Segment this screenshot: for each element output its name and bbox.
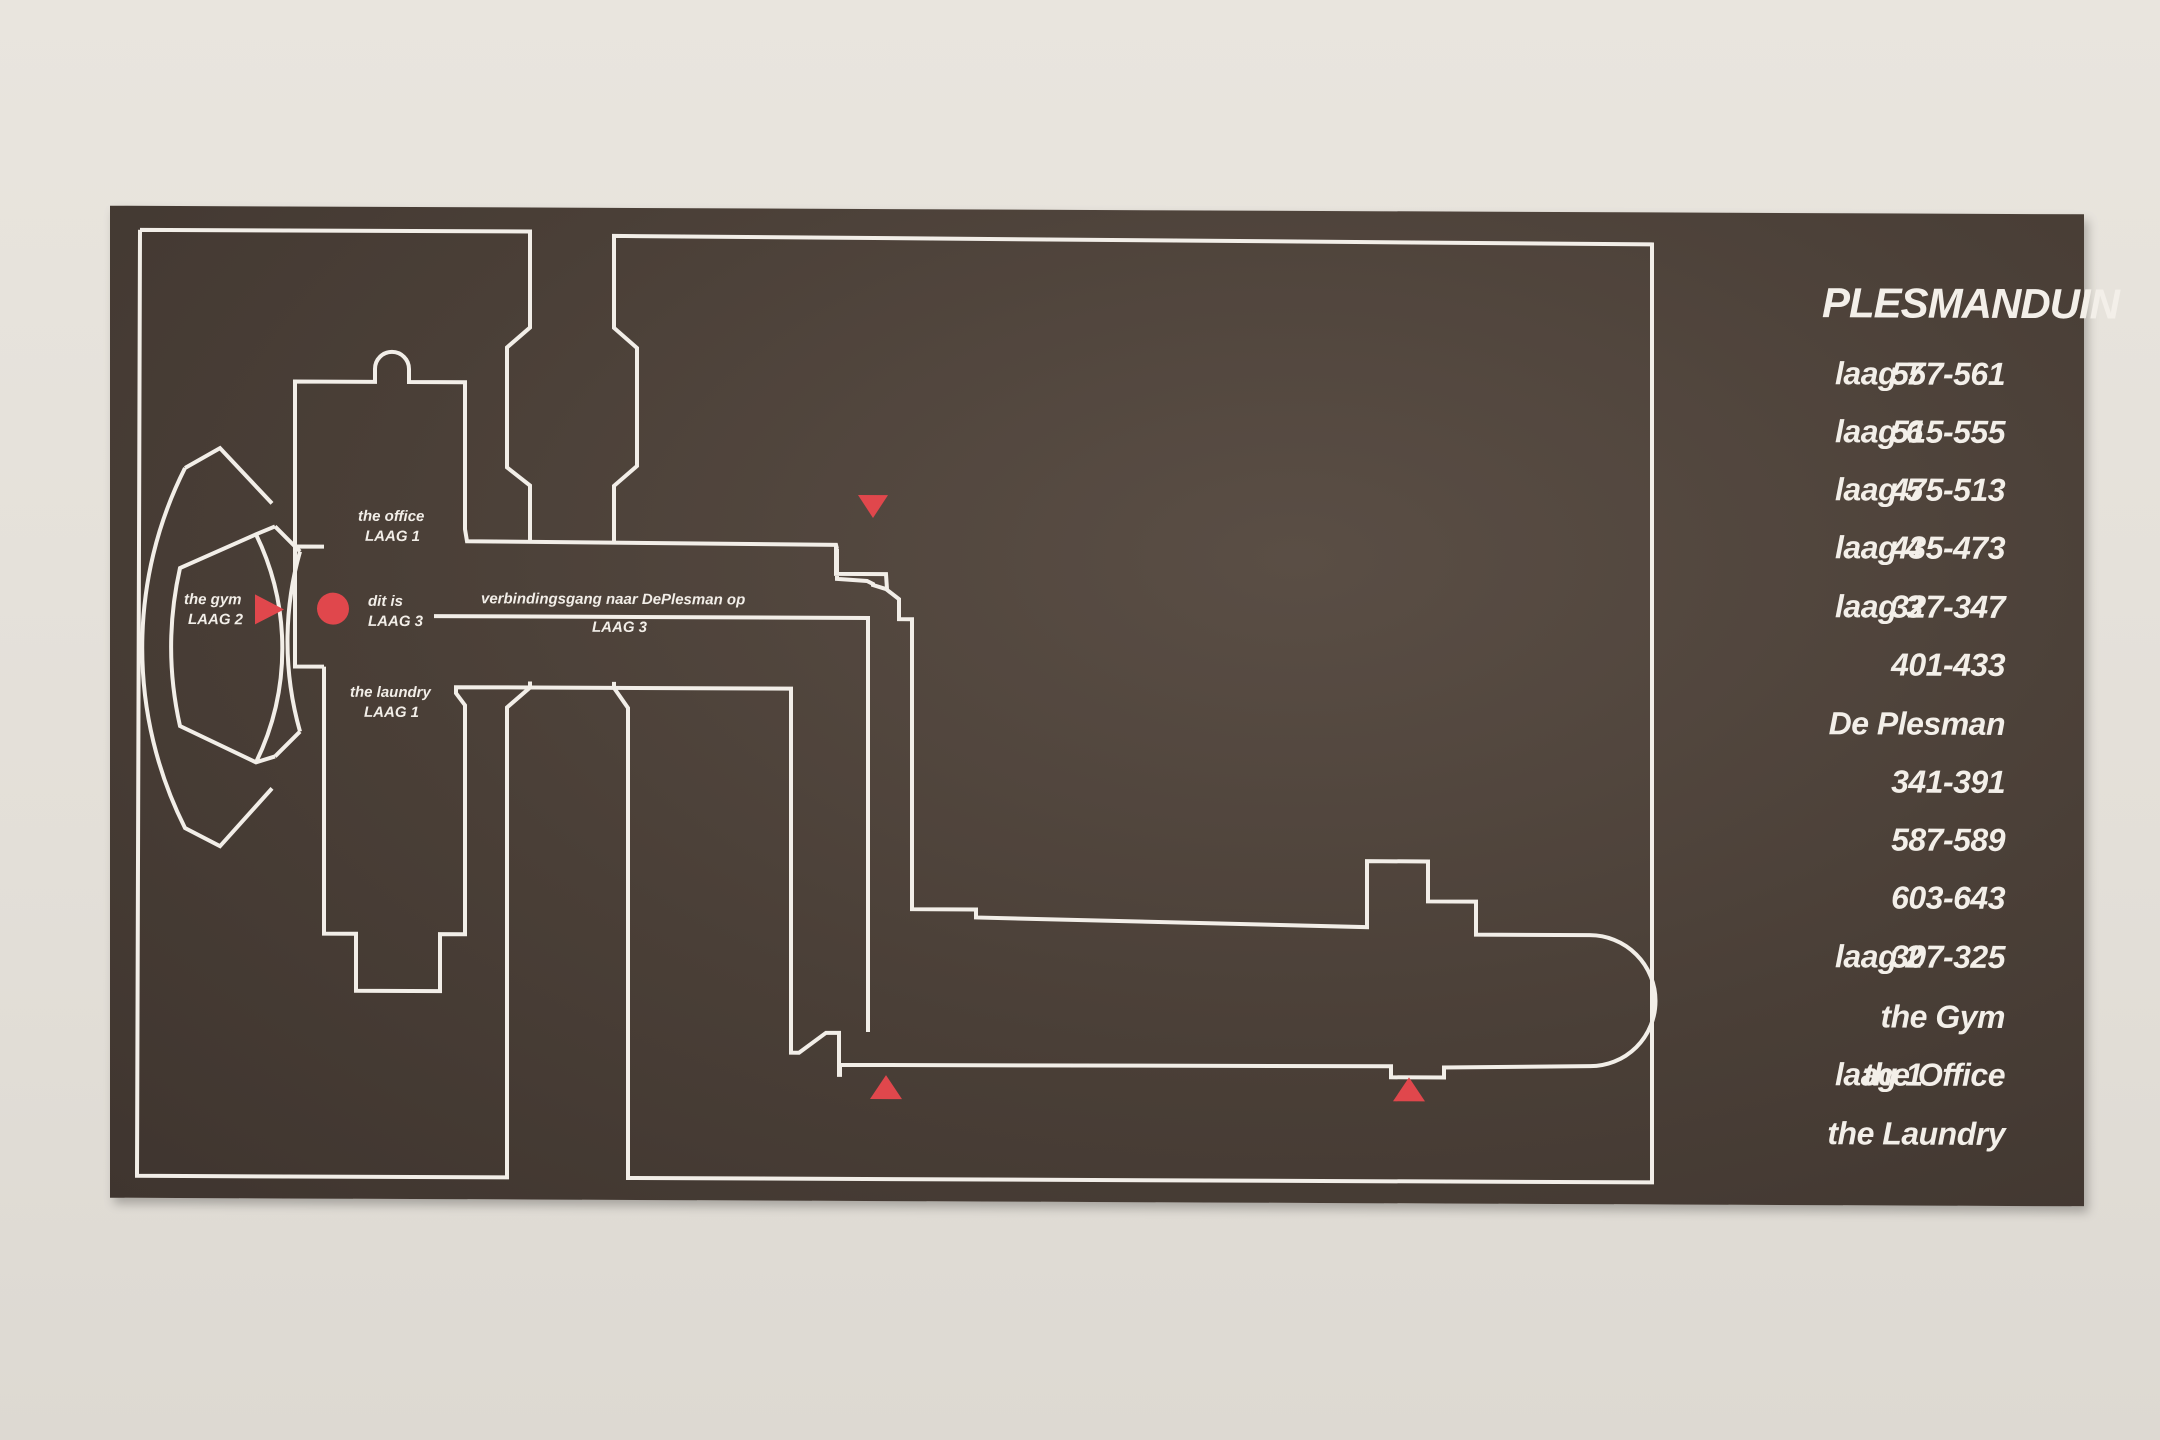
legend-rooms: the Gym — [1880, 998, 2005, 1035]
legend-rooms: 307-325 — [1891, 938, 2005, 975]
you-are-here-marker — [317, 592, 349, 625]
legend-rooms: 401-433 — [1891, 646, 2005, 683]
legend-rooms: 603-643 — [1891, 879, 2005, 916]
legend-rooms: the Office — [1863, 1056, 2005, 1093]
corridor-level-label: LAAG 3 — [592, 619, 648, 636]
legend-row: De Plesman — [1710, 705, 2070, 757]
legend-rooms: 327-347 — [1891, 588, 2005, 625]
gym-building — [140, 445, 285, 849]
gym-label: the gym — [184, 591, 242, 608]
left-building-outline — [134, 227, 532, 1180]
corridor-label: verbindingsgang naar DePlesman op — [481, 590, 745, 608]
exit-up-arrow-icon — [1393, 1077, 1425, 1102]
laundry-level-label: LAAG 1 — [364, 704, 419, 721]
legend-row: 401-433 — [1710, 646, 2070, 698]
gym-outer-arc — [273, 525, 302, 758]
legend-rooms: 587-589 — [1891, 821, 2005, 858]
legend-rooms: De Plesman — [1828, 705, 2005, 742]
here-label: dit is — [368, 593, 403, 610]
office-divider — [293, 544, 324, 669]
legend-row: the Laundry — [1710, 1115, 2070, 1167]
corridor-inner-line — [434, 614, 870, 1033]
right-building-outline — [612, 233, 1654, 1185]
gym-level-label: LAAG 2 — [188, 611, 244, 628]
direction-arrow-icon — [255, 594, 284, 625]
legend-rooms: 341-391 — [1891, 763, 2005, 800]
office-level-label: LAAG 1 — [365, 528, 420, 545]
floor-plan-map: the gym LAAG 2 the office LAAG 1 dit is … — [134, 227, 1658, 1185]
exit-up-arrow-icon — [870, 1075, 902, 1100]
legend-rooms: 475-513 — [1891, 471, 2005, 508]
wayfinding-board: the gym LAAG 2 the office LAAG 1 dit is … — [110, 205, 2119, 1207]
legend-rooms: 515-555 — [1891, 413, 2005, 450]
legend-rooms: 557-561 — [1891, 355, 2005, 392]
laundry-label: the laundry — [350, 684, 432, 701]
legend-row: 587-589 — [1710, 821, 2070, 873]
legend-row: 341-391 — [1710, 763, 2070, 815]
legend-row: 603-643 — [1710, 879, 2070, 931]
exit-down-arrow-icon — [858, 494, 888, 519]
building-title: PLESMANDUIN — [1822, 279, 2120, 328]
legend-rooms: 435-473 — [1891, 529, 2005, 566]
central-wing-outline — [293, 349, 1658, 1080]
here-level-label: LAAG 3 — [368, 613, 424, 630]
legend-row: the Gym — [1710, 998, 2070, 1050]
legend-rooms: the Laundry — [1827, 1115, 2005, 1152]
office-label: the office — [358, 508, 424, 525]
